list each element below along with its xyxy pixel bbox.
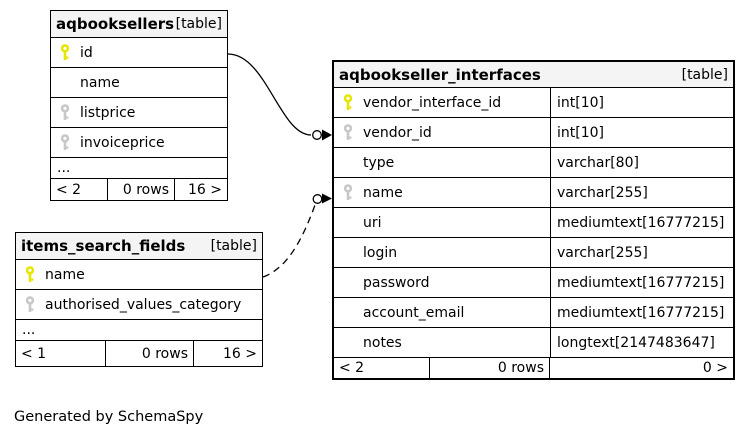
primary-key-icon <box>59 44 71 61</box>
column-name: invoiceprice <box>80 134 165 151</box>
column-type: varchar[255] <box>550 178 733 207</box>
table-tag: [table] <box>175 16 222 32</box>
footer-row-count: 0 rows <box>106 341 194 366</box>
index-key-icon <box>24 296 36 313</box>
column-name: listprice <box>80 104 136 121</box>
ellipsis-row: ... <box>16 320 262 341</box>
fk-arrowhead <box>322 193 332 204</box>
column-name: account_email <box>363 304 465 321</box>
table-footer: < 2 0 rows 0 > <box>334 358 733 378</box>
fk-circle-marker <box>312 194 323 204</box>
footer-next-count: 16 > <box>188 181 222 198</box>
index-key-icon <box>59 104 71 121</box>
column-type: longtext[2147483647] <box>550 328 733 357</box>
table-items-search-fields: items_search_fields [table] name authori… <box>15 232 263 367</box>
column-name: login <box>363 244 398 261</box>
table-name: aqbookseller_interfaces <box>339 65 541 84</box>
column-row-uri[interactable]: uri mediumtext[16777215] <box>334 208 733 238</box>
column-row-login[interactable]: login varchar[255] <box>334 238 733 268</box>
column-name: password <box>363 274 430 291</box>
column-type: int[10] <box>550 88 733 117</box>
column-name: name <box>363 184 403 201</box>
column-row-vendor-id[interactable]: vendor_id int[10] <box>334 118 733 148</box>
table-tag: [table] <box>210 238 257 254</box>
footer-row-count: 0 rows <box>430 358 550 378</box>
column-name: authorised_values_category <box>45 296 242 313</box>
column-name: vendor_interface_id <box>363 94 502 111</box>
column-row-password[interactable]: password mediumtext[16777215] <box>334 268 733 298</box>
table-header-aqbookseller-interfaces[interactable]: aqbookseller_interfaces [table] <box>334 62 733 88</box>
fk-circle-marker <box>312 130 322 140</box>
column-name: name <box>80 74 120 91</box>
index-key-icon <box>342 124 354 141</box>
table-aqbooksellers: aqbooksellers [table] id name listprice <box>50 10 228 201</box>
column-row-name[interactable]: name <box>16 260 262 290</box>
column-row-invoiceprice[interactable]: invoiceprice <box>51 128 227 158</box>
column-name: vendor_id <box>363 124 432 141</box>
column-name: name <box>45 266 85 283</box>
column-type: mediumtext[16777215] <box>550 208 733 237</box>
fk-edge-name-implied <box>262 204 316 278</box>
column-type: varchar[255] <box>550 238 733 267</box>
table-name: aqbooksellers <box>56 15 175 33</box>
footer-next-count: 0 > <box>702 360 728 376</box>
table-header-aqbooksellers[interactable]: aqbooksellers [table] <box>51 11 227 38</box>
column-type: int[10] <box>550 118 733 147</box>
footer-prev-count: < 2 <box>51 179 108 200</box>
table-header-items-search-fields[interactable]: items_search_fields [table] <box>16 233 262 260</box>
table-aqbookseller-interfaces: aqbookseller_interfaces [table] vendor_i… <box>332 60 735 380</box>
column-row-listprice[interactable]: listprice <box>51 98 227 128</box>
column-row-type[interactable]: type varchar[80] <box>334 148 733 178</box>
footer-prev-count: < 1 <box>16 341 106 366</box>
table-footer: < 1 0 rows 16 > <box>16 341 262 366</box>
primary-key-icon <box>342 94 354 111</box>
column-row-authorised-values-category[interactable]: authorised_values_category <box>16 290 262 320</box>
fk-edge-vendor-id <box>227 53 312 136</box>
index-key-icon <box>342 184 354 201</box>
generated-by-note: Generated by SchemaSpy <box>14 409 204 425</box>
fk-arrowhead <box>322 129 332 141</box>
table-footer: < 2 0 rows 16 > <box>51 179 227 200</box>
column-name: uri <box>363 214 382 231</box>
footer-prev-count: < 2 <box>334 358 430 378</box>
column-type: mediumtext[16777215] <box>550 298 733 327</box>
column-row-vendor-interface-id[interactable]: vendor_interface_id int[10] <box>334 88 733 118</box>
column-row-id[interactable]: id <box>51 38 227 68</box>
table-name: items_search_fields <box>21 237 186 255</box>
ellipsis-row: ... <box>51 158 227 179</box>
index-key-icon <box>59 134 71 151</box>
column-row-name[interactable]: name <box>51 68 227 98</box>
column-name: type <box>363 154 395 171</box>
table-tag: [table] <box>681 66 728 83</box>
column-type: mediumtext[16777215] <box>550 268 733 297</box>
column-row-name[interactable]: name varchar[255] <box>334 178 733 208</box>
column-name: notes <box>363 334 402 351</box>
column-row-account-email[interactable]: account_email mediumtext[16777215] <box>334 298 733 328</box>
footer-next-count: 16 > <box>223 345 257 362</box>
column-name: id <box>80 44 93 61</box>
column-type: varchar[80] <box>550 148 733 177</box>
footer-row-count: 0 rows <box>108 179 175 200</box>
primary-key-icon <box>24 266 36 283</box>
column-row-notes[interactable]: notes longtext[2147483647] <box>334 328 733 358</box>
